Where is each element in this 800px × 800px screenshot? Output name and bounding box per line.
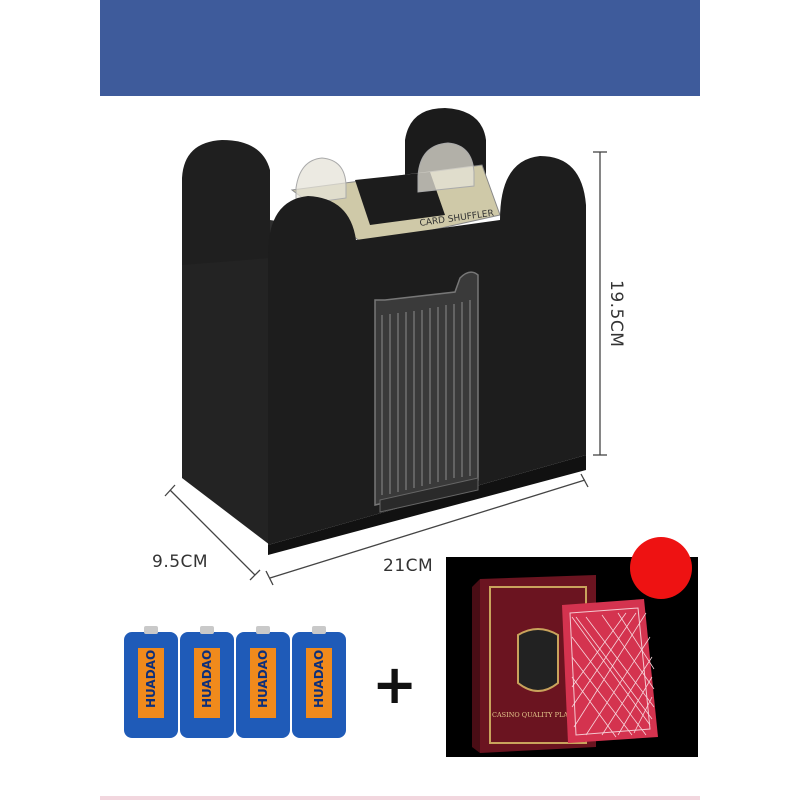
- card-back: [562, 599, 658, 743]
- playing-cards-panel: CASINO QUALITY PLAYING CARDS: [446, 557, 698, 757]
- card-box-label: CASINO QUALITY PLAYING CARDS: [492, 711, 612, 719]
- dimension-lines: [164, 151, 607, 586]
- depth-dimension-label: 9.5CM: [152, 552, 209, 572]
- height-dimension-label: 19.5CM: [606, 280, 626, 348]
- svg-text:HUADAO: HUADAO: [312, 650, 326, 708]
- shuffler-left-ear: [182, 140, 270, 265]
- shuffler-card-stack: [381, 300, 471, 495]
- battery: HUADAO: [180, 626, 234, 738]
- battery: HUADAO: [236, 626, 290, 738]
- battery: HUADAO: [292, 626, 346, 738]
- bottom-strip: [100, 796, 700, 800]
- shuffler-card-window: [374, 271, 479, 506]
- red-badge: [630, 537, 692, 599]
- shuffler-right-flap: [417, 142, 475, 193]
- battery-group: HUADAO HUADAO HUADAO HUADAO: [124, 626, 346, 738]
- svg-text:HUADAO: HUADAO: [256, 650, 270, 708]
- svg-text:HUADAO: HUADAO: [144, 650, 158, 708]
- card-box-window: [517, 628, 559, 692]
- header-banner: [100, 0, 700, 96]
- shuffler-left-flap: [295, 157, 347, 206]
- playing-cards-image: CASINO QUALITY PLAYING CARDS: [472, 575, 658, 753]
- shuffler-front-shade: [268, 455, 586, 555]
- shuffler-side-panel: [182, 242, 270, 545]
- card-box-side: [472, 579, 480, 753]
- plus-sign: +: [372, 653, 418, 716]
- svg-text:HUADAO: HUADAO: [200, 650, 214, 708]
- battery: HUADAO: [124, 626, 178, 738]
- width-dimension-label: 21CM: [383, 556, 434, 576]
- shuffler-bottom-slot: [379, 477, 479, 513]
